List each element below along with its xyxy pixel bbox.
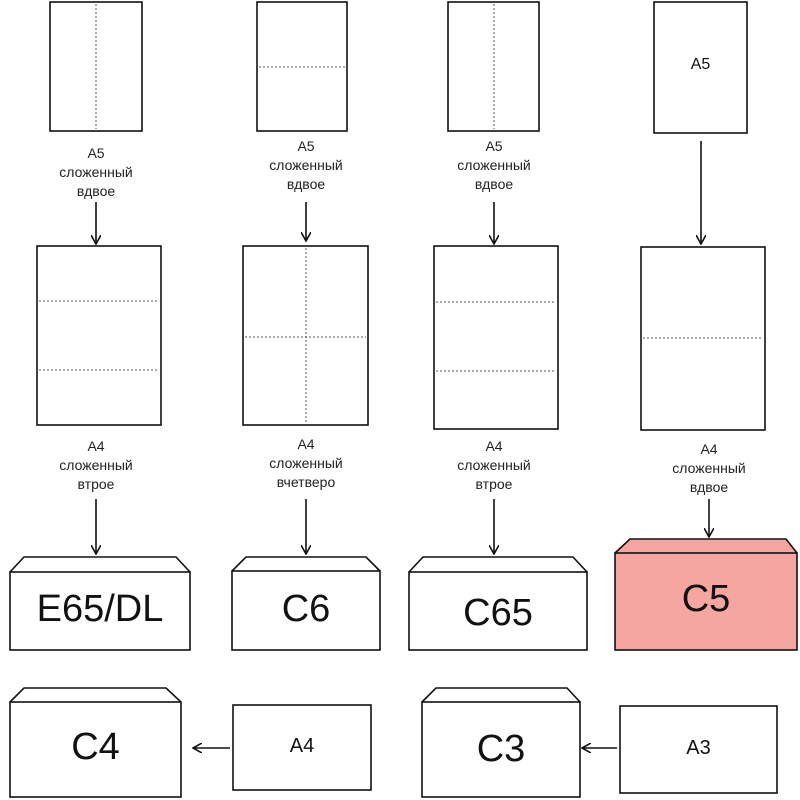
caption-line: A5 bbox=[485, 138, 503, 154]
envelope-label: C4 bbox=[71, 726, 120, 768]
source-sheet-box bbox=[619, 705, 778, 794]
caption-line: сложенный bbox=[672, 460, 746, 476]
caption-line: A4 bbox=[700, 441, 718, 457]
envelope-label: C65 bbox=[463, 592, 533, 634]
caption-line: сложенный bbox=[269, 157, 343, 173]
envelope-body bbox=[9, 571, 191, 651]
caption-line: сложенный bbox=[59, 164, 133, 180]
envelope-body-highlighted bbox=[614, 552, 798, 651]
caption-line: вдвое bbox=[286, 176, 326, 192]
caption-line: сложенный bbox=[457, 457, 531, 473]
source-sheet-box bbox=[232, 704, 372, 791]
top-caption: A5 сложенный вдвое bbox=[434, 137, 554, 194]
source-sheet-label: A4 bbox=[289, 735, 315, 757]
caption-line: вдвое bbox=[474, 176, 514, 192]
caption-line: вдвое bbox=[689, 479, 729, 495]
caption-line: втрое bbox=[77, 476, 115, 492]
envelope-flap bbox=[408, 556, 588, 573]
envelope-label: C3 bbox=[476, 728, 526, 770]
caption-line: A4 bbox=[297, 436, 315, 452]
mid-caption: A4 сложенный вчетверо bbox=[246, 435, 366, 492]
mid-caption: A4 сложенный втрое bbox=[434, 437, 554, 494]
mid-caption: A4 сложенный вдвое bbox=[649, 440, 769, 497]
envelope-flap-highlighted bbox=[614, 538, 798, 554]
sheet-a4-mid bbox=[36, 245, 162, 426]
top-caption: A5 сложенный вдвое bbox=[36, 144, 156, 201]
envelope-label: E65/DL bbox=[36, 588, 164, 630]
sheet-a5-label: A5 bbox=[690, 56, 711, 73]
envelope-body bbox=[421, 701, 581, 798]
caption-line: A4 bbox=[87, 438, 105, 454]
top-caption: A5 сложенный вдвое bbox=[246, 137, 366, 194]
sheet-a4-mid bbox=[433, 245, 559, 430]
caption-line: втрое bbox=[475, 476, 513, 492]
caption-line: A5 bbox=[87, 145, 105, 161]
caption-line: сложенный bbox=[269, 455, 343, 471]
envelope-flap bbox=[421, 687, 581, 703]
sheet-a5-top bbox=[653, 1, 748, 134]
envelope-flap bbox=[9, 687, 182, 703]
envelope-flap bbox=[9, 556, 191, 573]
envelope-body bbox=[231, 570, 381, 651]
caption-line: вдвое bbox=[76, 183, 116, 199]
envelope-flap bbox=[231, 556, 381, 572]
envelope-body bbox=[408, 571, 588, 651]
caption-line: сложенный bbox=[457, 157, 531, 173]
sheet-a5-top bbox=[256, 1, 348, 132]
caption-line: сложенный bbox=[59, 457, 133, 473]
caption-line: вчетверо bbox=[276, 474, 336, 490]
envelope-body bbox=[9, 701, 182, 798]
source-sheet-label: A3 bbox=[686, 737, 711, 759]
envelope-label-highlighted: C5 bbox=[681, 578, 731, 620]
sheet-a4-mid bbox=[242, 245, 369, 426]
caption-line: A4 bbox=[485, 438, 503, 454]
mid-caption: A4 сложенный втрое bbox=[36, 437, 156, 494]
envelope-label: C6 bbox=[281, 588, 331, 630]
caption-line: A5 bbox=[297, 138, 315, 154]
